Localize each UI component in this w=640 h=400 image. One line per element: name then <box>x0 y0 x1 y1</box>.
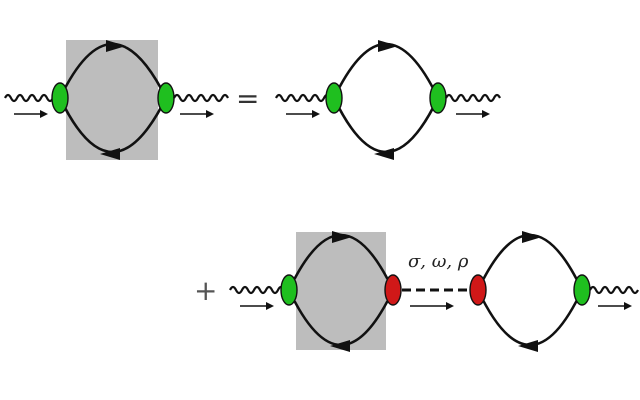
rhs1-lower-propagator <box>332 97 440 154</box>
lhs-shaded-blob <box>66 40 158 160</box>
rhs1-upper-arrow-icon <box>378 40 398 52</box>
rhs2-right-upper-propagator <box>476 233 584 291</box>
rhs2-right-lower-arrow-icon <box>518 340 538 352</box>
rhs-exchange-term: σ, ω, ρ <box>229 231 639 352</box>
rhs2-green-vertex-in <box>280 274 298 306</box>
rhs2-red-vertex-right <box>469 274 487 306</box>
lhs-lower-arrow-icon <box>100 148 120 160</box>
rhs2-right-upper-arrow-icon <box>522 231 542 243</box>
lhs-left-vertex <box>51 82 69 114</box>
rhs1-lower-arrow-icon <box>374 148 394 160</box>
lhs-upper-arrow-icon <box>106 40 126 52</box>
rhs2-green-vertex-out <box>573 274 591 306</box>
rhs2-red-vertex-left <box>384 274 402 306</box>
lhs-wavy-in <box>4 93 60 103</box>
rhs1-right-vertex <box>429 82 447 114</box>
rhs2-wavy-out <box>589 285 639 295</box>
rhs2-left-lower-arrow-icon <box>330 340 350 352</box>
rhs1-wavy-out <box>445 93 501 103</box>
rhs2-wavy-in <box>229 285 285 295</box>
rhs2-right-lower-propagator <box>476 289 584 347</box>
meson-exchange-label: σ, ω, ρ <box>408 251 469 272</box>
rhs2-left-upper-arrow-icon <box>332 231 352 243</box>
rhs-free-bubble <box>275 40 501 160</box>
lhs-wavy-out <box>173 93 229 103</box>
rhs1-left-vertex <box>325 82 343 114</box>
plus-sign: + <box>194 274 217 307</box>
rhs1-wavy-in <box>275 93 331 103</box>
rhs1-upper-propagator <box>332 42 440 99</box>
rhs2-shaded-blob <box>296 232 386 350</box>
lhs-right-vertex <box>157 82 175 114</box>
equals-sign: = <box>236 82 259 115</box>
lhs-full-bubble <box>4 40 229 160</box>
